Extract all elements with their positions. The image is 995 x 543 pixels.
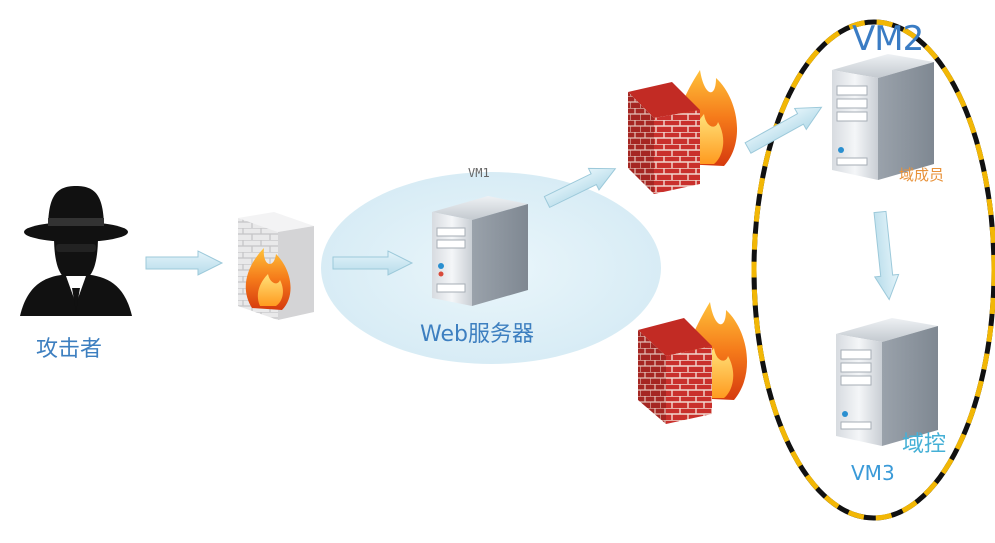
arrow-firewall-to-webserver bbox=[332, 250, 414, 276]
firewall-icon bbox=[638, 302, 748, 424]
server-icon bbox=[832, 54, 934, 180]
attacker-label: 攻击者 bbox=[36, 337, 103, 362]
vm1-label: VM1 bbox=[468, 166, 490, 180]
server-icon bbox=[836, 318, 938, 446]
vm2-label: VM2 bbox=[852, 19, 924, 59]
arrow-member-to-controller bbox=[873, 210, 900, 301]
hacker-icon bbox=[20, 186, 132, 316]
arrow-attacker-to-firewall bbox=[145, 250, 224, 276]
domain-controller-label: 域控 bbox=[902, 432, 947, 457]
server-icon bbox=[432, 196, 528, 306]
firewall-icon bbox=[238, 212, 314, 320]
web-server-label: Web服务器 bbox=[420, 322, 534, 347]
vm3-label: VM3 bbox=[851, 461, 895, 485]
arrow-webserver-to-firewall bbox=[543, 167, 617, 209]
firewall-icon bbox=[628, 70, 738, 194]
domain-boundary bbox=[751, 19, 995, 521]
arrow-firewall-to-member bbox=[744, 106, 823, 154]
domain-member-label: 域成员 bbox=[899, 166, 945, 184]
